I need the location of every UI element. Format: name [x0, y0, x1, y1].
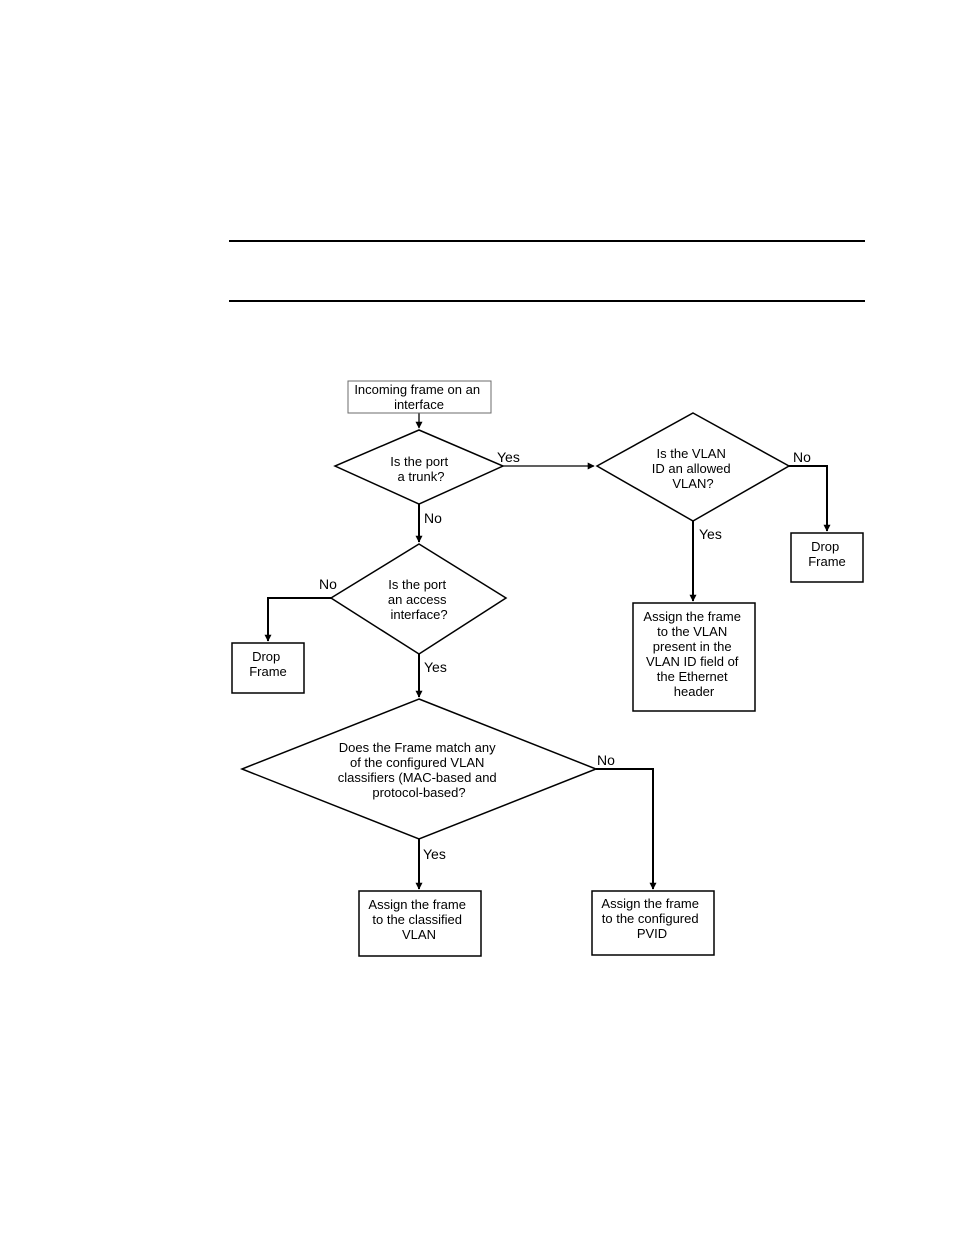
edge-label-access-no: No — [319, 576, 337, 592]
decision-access-label: Is the port an access interface? — [388, 577, 450, 622]
connector-access-no — [264, 597, 331, 642]
assign-vlan-id-box — [632, 602, 756, 712]
decision-classifier-shape — [239, 698, 599, 840]
start-node-line-2: interface — [394, 397, 444, 412]
assign-vlan-id-line-4: VLAN ID field of — [646, 654, 739, 669]
edge-label-trunk-no: No — [424, 510, 442, 526]
start-node-label: Incoming frame on an interface — [354, 382, 483, 412]
decision-trunk: Is the port a trunk? — [333, 429, 505, 505]
assign-classified-line-2: to the classified — [372, 912, 462, 927]
decision-classifier-line-1: Does the Frame match any — [339, 740, 496, 755]
connectors — [264, 413, 831, 890]
decision-classifier-line-4: protocol-based? — [372, 785, 465, 800]
assign-pvid-line-1: Assign the frame — [601, 896, 699, 911]
decision-access-line-2: an access — [388, 592, 447, 607]
decision-access: Is the port an access interface? — [329, 543, 508, 655]
edge-label-vlan-allowed-no: No — [793, 449, 811, 465]
decision-vlan-allowed-shape — [595, 412, 791, 522]
start-node: Incoming frame on an interface — [347, 380, 492, 414]
assign-classified-label: Assign the frame to the classified VLAN — [368, 897, 469, 942]
edge-label-access-yes: Yes — [424, 659, 447, 675]
assign-pvid-node: Assign the frame to the configured PVID — [591, 890, 715, 956]
assign-classified-box — [358, 890, 482, 957]
drop-frame-left-line-2: Frame — [249, 664, 287, 679]
decision-classifier-label: Does the Frame match any of the configur… — [338, 740, 501, 800]
decision-classifier: Does the Frame match any of the configur… — [239, 698, 599, 840]
decision-vlan-allowed: Is the VLAN ID an allowed VLAN? — [595, 412, 791, 522]
assign-classified-line-1: Assign the frame — [368, 897, 466, 912]
assign-vlan-id-line-3: present in the — [653, 639, 732, 654]
drop-frame-left-node: Drop Frame — [231, 642, 305, 694]
drop-frame-right-box — [790, 532, 864, 583]
drop-frame-right-line-1: Drop — [811, 539, 839, 554]
decision-trunk-line-2: a trunk? — [398, 469, 445, 484]
decision-classifier-line-2: of the configured VLAN — [350, 755, 484, 770]
drop-frame-left-line-1: Drop — [252, 649, 280, 664]
edge-labels: Yes No No Yes No Yes No Yes — [319, 449, 811, 862]
assign-pvid-line-3: PVID — [637, 926, 667, 941]
decision-vlan-allowed-label: Is the VLAN ID an allowed VLAN? — [652, 446, 734, 491]
start-node-box — [347, 380, 492, 414]
assign-classified-line-3: VLAN — [402, 927, 436, 942]
decision-vlan-allowed-line-3: VLAN? — [672, 476, 713, 491]
edge-label-vlan-allowed-yes: Yes — [699, 526, 722, 542]
drop-frame-right-line-2: Frame — [808, 554, 846, 569]
edge-label-trunk-yes: Yes — [497, 449, 520, 465]
drop-frame-left-box — [231, 642, 305, 694]
assign-pvid-line-2: to the configured — [602, 911, 699, 926]
assign-pvid-label: Assign the frame to the configured PVID — [601, 896, 702, 941]
header-rule-top — [229, 240, 865, 242]
decision-trunk-line-1: Is the port — [390, 454, 448, 469]
assign-vlan-id-node: Assign the frame to the VLAN present in … — [632, 602, 756, 712]
assign-vlan-id-line-2: to the VLAN — [657, 624, 727, 639]
connector-vlan-allowed-no — [789, 465, 831, 532]
drop-frame-left-label: Drop Frame — [249, 649, 287, 679]
header-rule-bottom — [229, 300, 865, 302]
drop-frame-right-label: Drop Frame — [808, 539, 846, 569]
assign-classified-node: Assign the frame to the classified VLAN — [358, 890, 482, 957]
decision-access-line-3: interface? — [390, 607, 447, 622]
assign-vlan-id-label: Assign the frame to the VLAN present in … — [643, 609, 744, 699]
decision-access-line-1: Is the port — [388, 577, 446, 592]
decision-trunk-shape — [333, 429, 505, 505]
decision-vlan-allowed-line-1: Is the VLAN — [657, 446, 726, 461]
drop-frame-right-node: Drop Frame — [790, 532, 864, 583]
edge-label-classifier-no: No — [597, 752, 615, 768]
decision-trunk-label: Is the port a trunk? — [390, 454, 451, 484]
assign-vlan-id-line-1: Assign the frame — [643, 609, 741, 624]
start-node-line-1: Incoming frame on an — [354, 382, 480, 397]
decision-access-shape — [329, 543, 508, 655]
decision-vlan-allowed-line-2: ID an allowed — [652, 461, 731, 476]
assign-vlan-id-line-6: header — [674, 684, 715, 699]
edge-label-classifier-yes: Yes — [423, 846, 446, 862]
connector-classifier-no — [596, 768, 657, 890]
assign-vlan-id-line-5: the Ethernet — [657, 669, 728, 684]
decision-classifier-line-3: classifiers (MAC-based and — [338, 770, 497, 785]
assign-pvid-box — [591, 890, 715, 956]
